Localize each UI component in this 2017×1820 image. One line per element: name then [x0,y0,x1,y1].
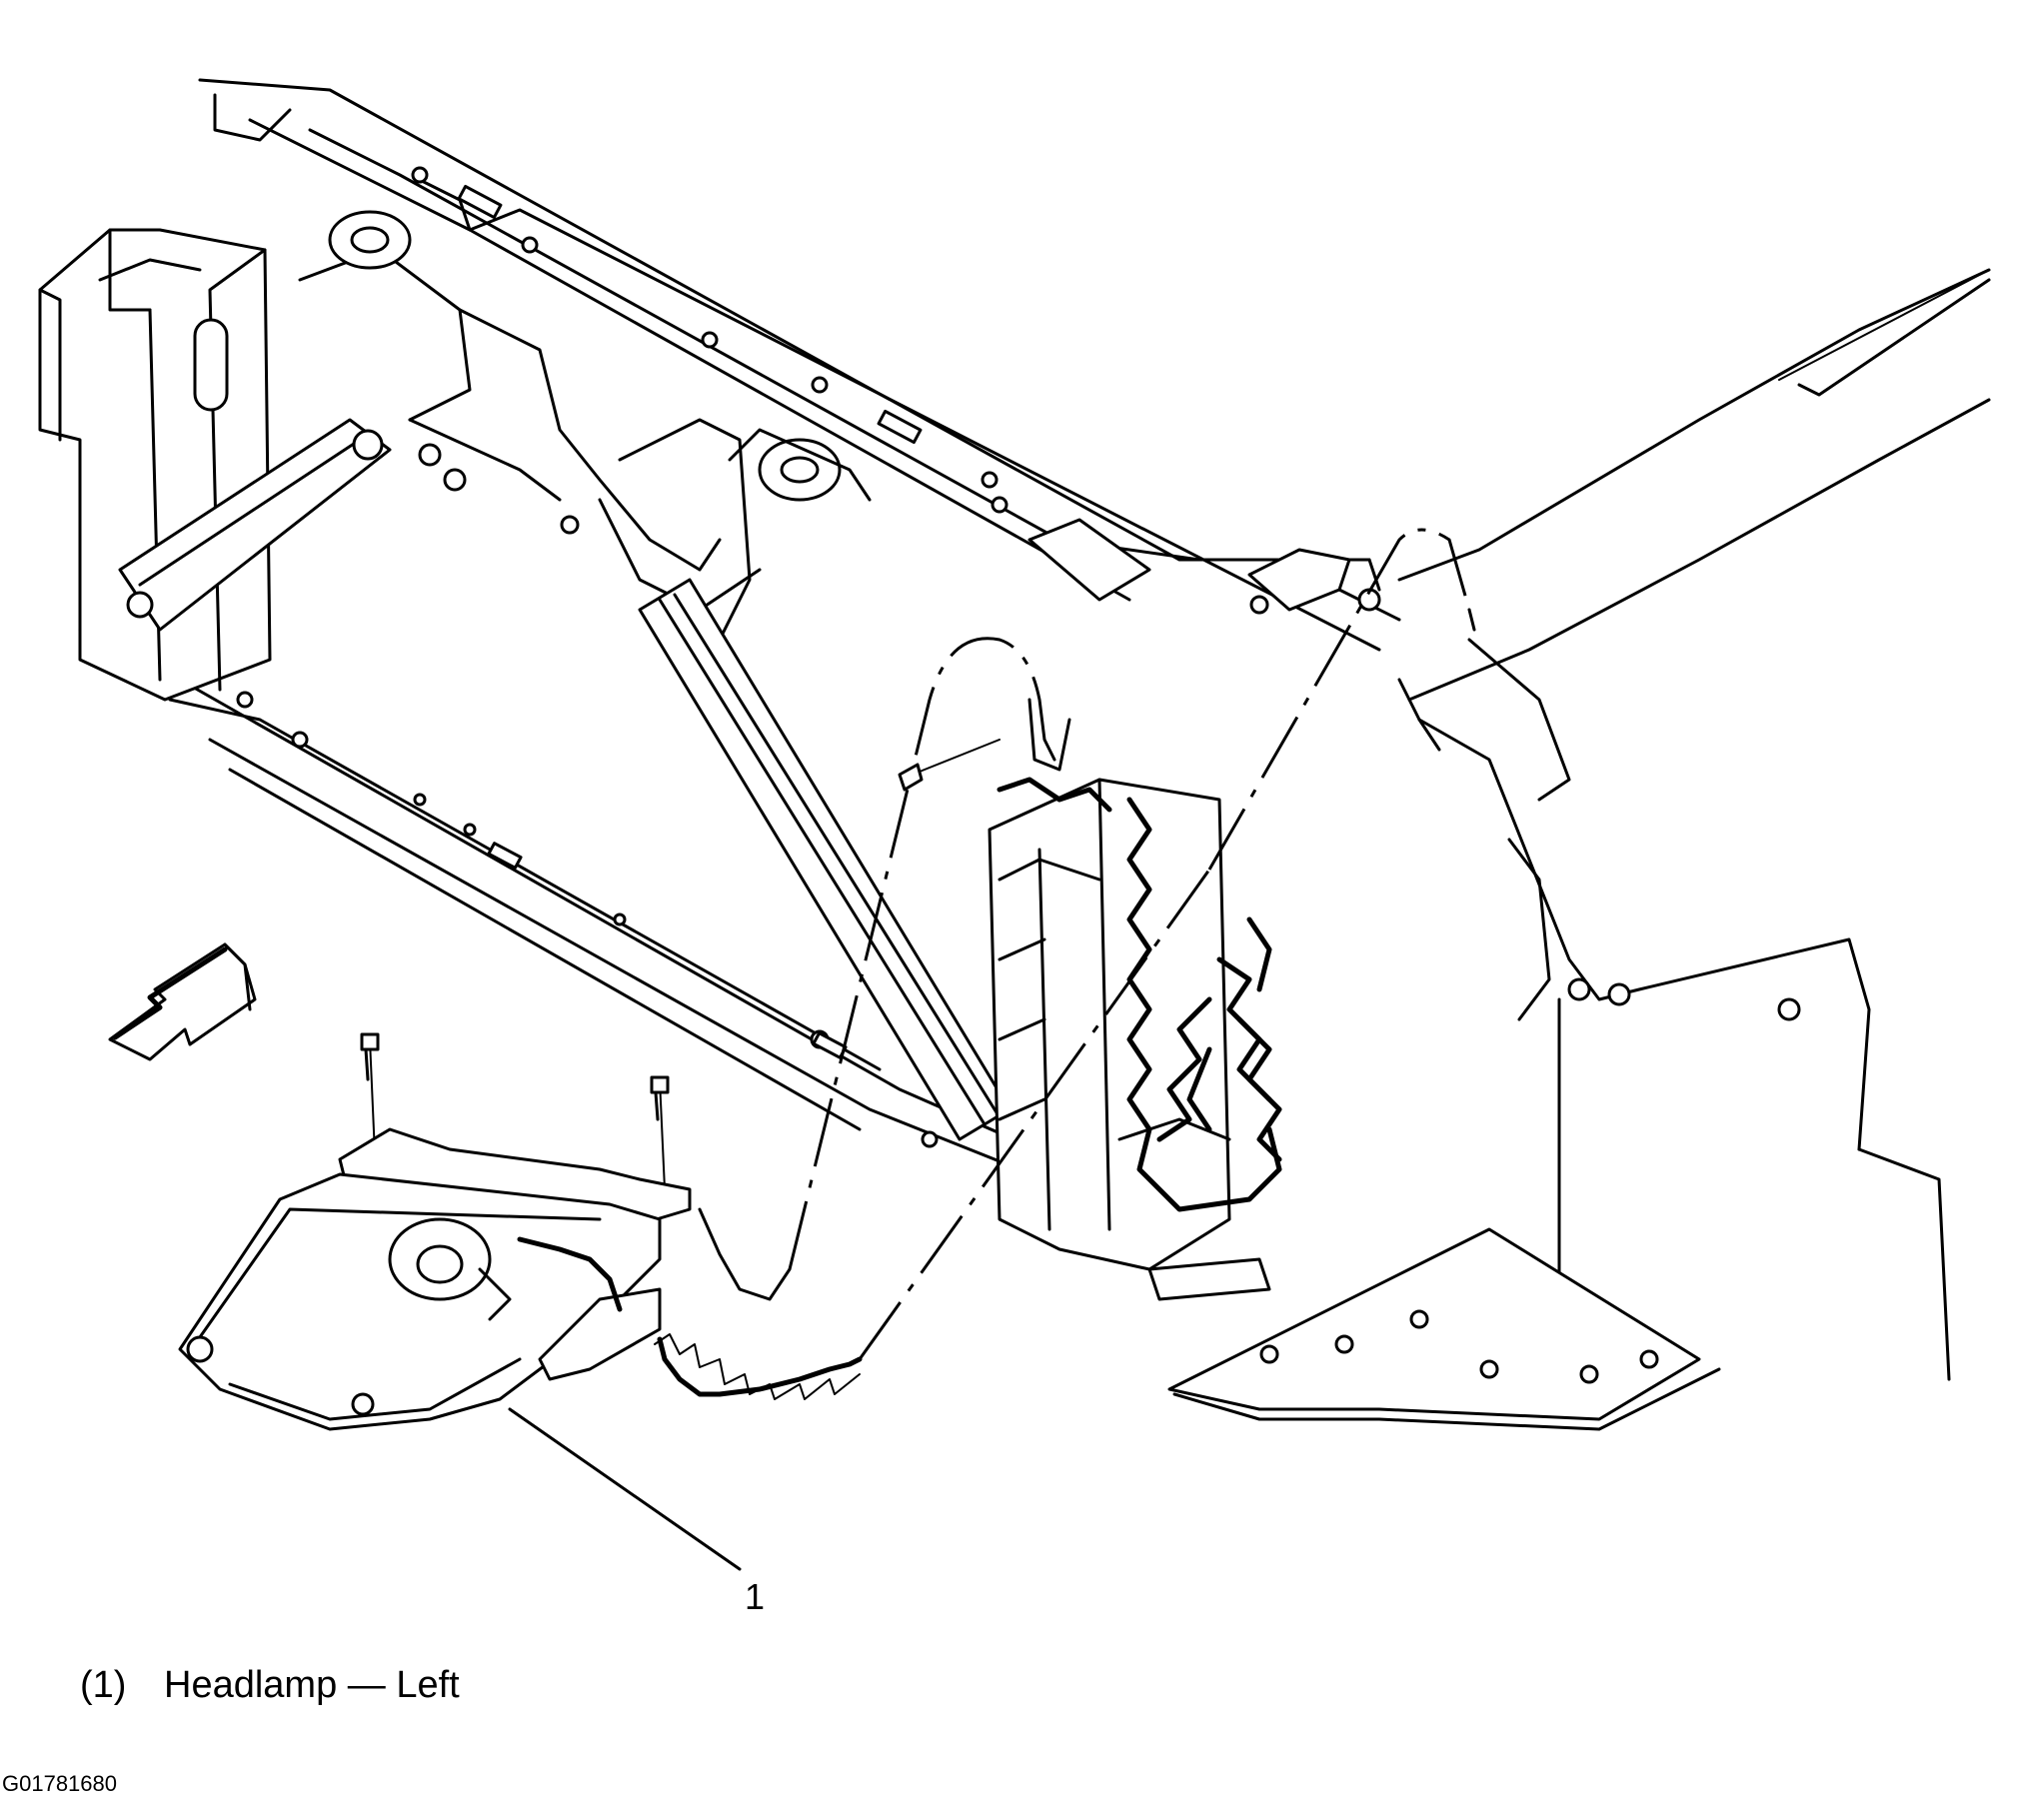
radiator-support-frame [38,78,1401,1171]
front-direction-arrow [108,942,257,1061]
legend-item-number: (1) [80,1664,127,1706]
fender-and-wheelhouse [1167,268,1991,1431]
legend-item-label: Headlamp — Left [164,1664,460,1706]
headlamp-assembly [178,1032,863,1431]
callout-1: 1 [508,1407,765,1617]
legend: (1) Headlamp — Left [80,1664,460,1707]
figure-id: G01781680 [2,1771,117,1796]
right-upright-and-harness [988,777,1282,1301]
installation-path-lines [698,528,1476,1360]
callout-number: 1 [745,1576,765,1617]
